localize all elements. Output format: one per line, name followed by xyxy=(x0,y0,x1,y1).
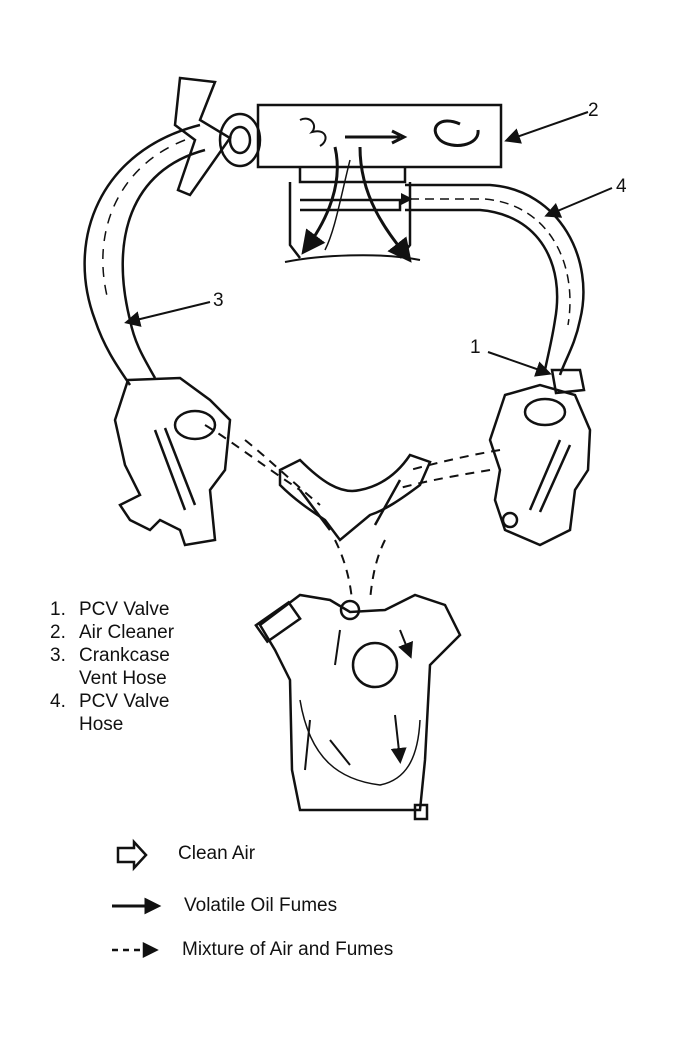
engine-crankcase xyxy=(254,593,462,821)
legend-oil-fumes: Volatile Oil Fumes xyxy=(184,895,337,917)
air-cleaner xyxy=(256,103,503,184)
key-number: 4. xyxy=(50,691,66,712)
key-number: 2. xyxy=(50,622,66,643)
key-item-2: 2. Air Cleaner xyxy=(50,621,174,644)
callout-3: 3 xyxy=(213,290,224,311)
key-label: PCV Valve xyxy=(79,599,170,620)
legend-mixture: Mixture of Air and Fumes xyxy=(182,939,393,961)
key-label: Vent Hose xyxy=(79,668,167,689)
key-number: 1. xyxy=(50,599,66,620)
parts-key: 1. PCV Valve 2. Air Cleaner 3. Crankcase… xyxy=(50,598,174,736)
key-item-4: 4. PCV Valve xyxy=(50,690,174,713)
pcv-valve xyxy=(550,368,586,395)
callout-leaders xyxy=(124,111,613,377)
callout-1: 1 xyxy=(470,337,481,358)
key-item-4-cont: Hose xyxy=(50,713,174,736)
callout-4: 4 xyxy=(616,176,627,197)
intake-manifold xyxy=(278,453,432,542)
callout-2: 2 xyxy=(588,100,599,121)
legend-label-clean-air: Clean Air xyxy=(178,843,256,864)
left-cylinder-head xyxy=(113,376,232,547)
crankcase-vent-hose xyxy=(83,123,206,386)
key-label: Air Cleaner xyxy=(79,622,175,643)
key-item-3-cont: Vent Hose xyxy=(50,667,174,690)
pcv-valve-hose xyxy=(401,183,585,376)
legend-symbol-mixture xyxy=(112,941,159,959)
key-item-1: 1. PCV Valve xyxy=(50,598,174,621)
key-label: Crankcase xyxy=(79,645,170,666)
right-cylinder-head xyxy=(488,383,592,547)
legend-label-mixture: Mixture of Air and Fumes xyxy=(182,939,394,960)
vent-fitting xyxy=(173,76,262,197)
key-number: 3. xyxy=(50,645,66,666)
key-label: Hose xyxy=(79,714,124,735)
legend-symbol-clean-air xyxy=(116,838,148,872)
legend-label-oil-fumes: Volatile Oil Fumes xyxy=(184,895,338,916)
key-item-3: 3. Crankcase xyxy=(50,644,174,667)
key-label: PCV Valve xyxy=(79,691,170,712)
legend-symbol-oil-fumes xyxy=(112,897,162,915)
legend-clean-air: Clean Air xyxy=(178,843,255,865)
mixture-paths xyxy=(204,424,501,601)
